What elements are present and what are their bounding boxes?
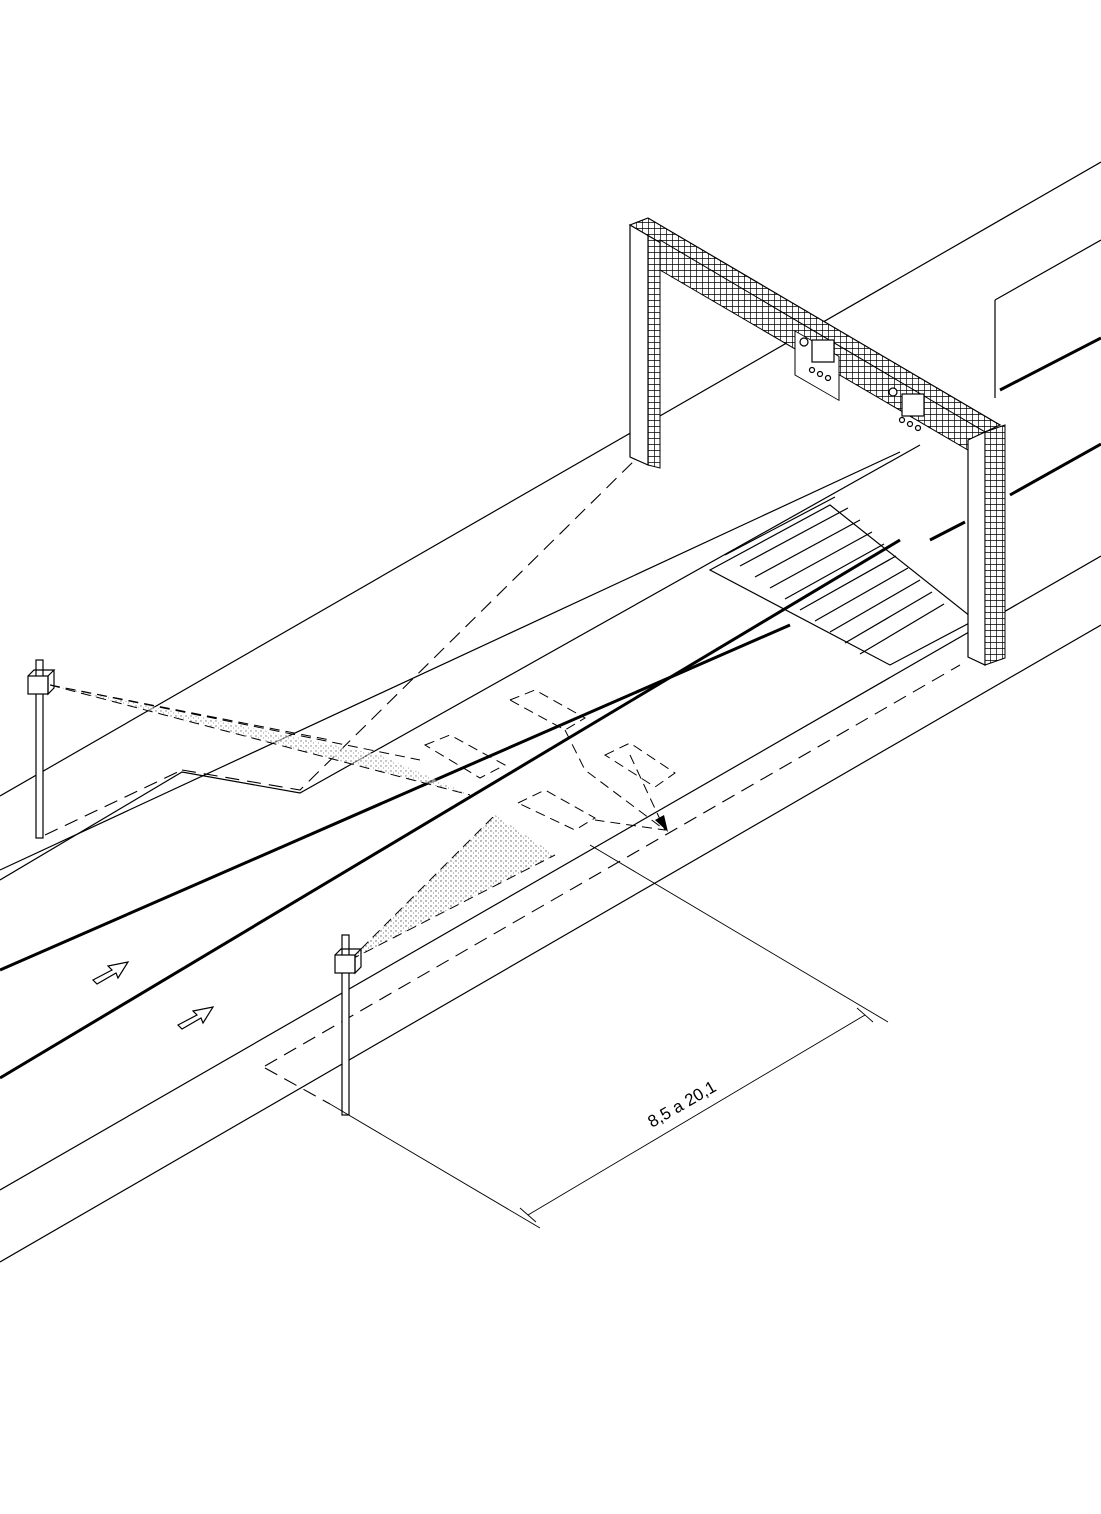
lane-direction-arrows	[91, 961, 215, 1030]
display-screen-2-icon	[901, 393, 925, 417]
display-1-button-icon	[808, 366, 816, 374]
road-near-dashed-line	[264, 664, 961, 1067]
camera-beams	[49, 684, 556, 961]
dimension-line	[527, 1014, 866, 1216]
arrow-icon-upper-lane	[91, 961, 130, 985]
detection-markers	[423, 689, 676, 832]
gantry-display-panel-1	[794, 330, 840, 402]
arrow-icon-lower-lane	[176, 1006, 215, 1030]
right-camera-beam-rays	[349, 814, 556, 961]
road-surface-lines	[0, 161, 1101, 1263]
road-near-edge-inner	[0, 555, 1101, 1191]
detection-zone-dashed-corner	[264, 1067, 331, 1105]
detection-marker-4	[516, 789, 596, 831]
right-camera-box-top	[334, 948, 363, 975]
road-far-edge-outer	[0, 161, 1101, 797]
dimension-ticks	[519, 1007, 874, 1223]
gantry-right-leg-side	[984, 424, 1006, 666]
median-island-outline	[0, 444, 921, 881]
road-far-dashed-line	[44, 454, 641, 836]
display-2-button-icon	[906, 420, 914, 428]
lane-line-upper	[0, 623, 791, 972]
display-2-button-icon	[898, 416, 906, 424]
dimension-extension-line-bottom	[329, 1103, 541, 1229]
left-pole-shaft	[35, 659, 44, 839]
lane-dash-right-1	[999, 336, 1101, 392]
display-2-indicator-icon	[888, 387, 898, 397]
right-camera-box	[334, 954, 356, 974]
gantry-left-leg-side	[647, 229, 661, 469]
lane-line-lower	[0, 538, 901, 1080]
detection-marker-1	[508, 689, 586, 731]
lane-dash-right-2	[1009, 442, 1101, 497]
road-far-edge-inner	[0, 451, 901, 871]
left-camera-pole	[27, 659, 56, 839]
gantry-left-leg-front	[629, 224, 649, 466]
left-camera-box	[27, 675, 49, 695]
detection-beam-lines	[564, 729, 666, 831]
detection-marker-3	[603, 742, 676, 788]
gantry-display-panel-2	[888, 387, 925, 432]
dimension-extension-line-top	[589, 844, 889, 1023]
gantry-structure	[628, 217, 1006, 666]
display-1-indicator-icon	[799, 337, 809, 347]
road-near-edge-outer	[0, 624, 1101, 1263]
lane-dash-right-3	[929, 520, 966, 542]
right-structure-outline	[994, 239, 1101, 398]
gantry-crossbeam	[628, 217, 1002, 433]
gantry-right-leg-front	[967, 431, 986, 666]
left-camera-box-top	[27, 669, 56, 696]
display-1-button-icon	[816, 370, 824, 378]
right-pole-shaft	[341, 934, 350, 1116]
left-camera-beam-rays	[49, 684, 471, 796]
crosswalk-stripes	[724, 496, 945, 655]
detection-marker-2	[423, 734, 507, 779]
right-camera-beam	[350, 815, 555, 960]
display-2-button-icon	[914, 424, 922, 432]
display-1-button-icon	[824, 374, 832, 382]
beam-arrow-tip	[655, 815, 668, 832]
right-camera-pole	[334, 934, 363, 1116]
detection-beam-lines-2	[594, 754, 666, 831]
display-screen-1-icon	[811, 339, 835, 363]
